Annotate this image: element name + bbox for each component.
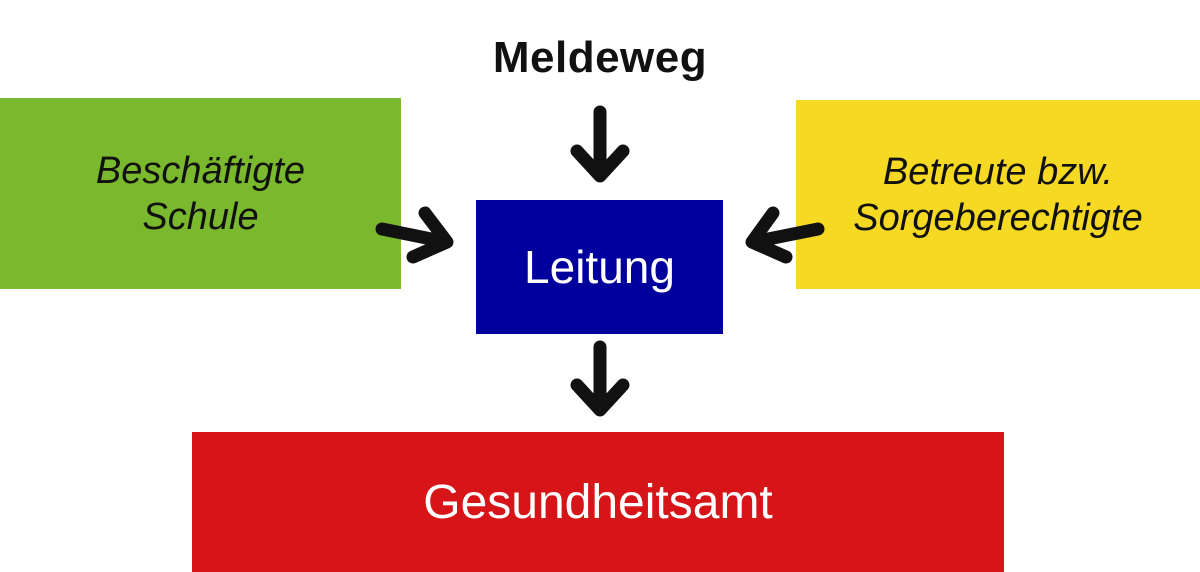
node-leitung-label: Leitung — [524, 241, 675, 293]
node-leitung: Leitung — [476, 200, 723, 334]
node-guardians: Betreute bzw. Sorgeberechtigte — [796, 100, 1200, 289]
arrow-leitung-to-health-office — [570, 340, 630, 417]
node-guardians-label: Betreute bzw. Sorgeberechtigte — [853, 150, 1143, 239]
arrow-title-to-leitung — [570, 105, 630, 183]
node-employees-school: Beschäftigte Schule — [0, 98, 401, 289]
node-health-office-label: Gesundheitsamt — [423, 475, 773, 529]
node-health-office: Gesundheitsamt — [192, 432, 1004, 572]
node-employees-label: Beschäftigte Schule — [95, 149, 306, 238]
diagram-title: Meldeweg — [492, 33, 708, 82]
